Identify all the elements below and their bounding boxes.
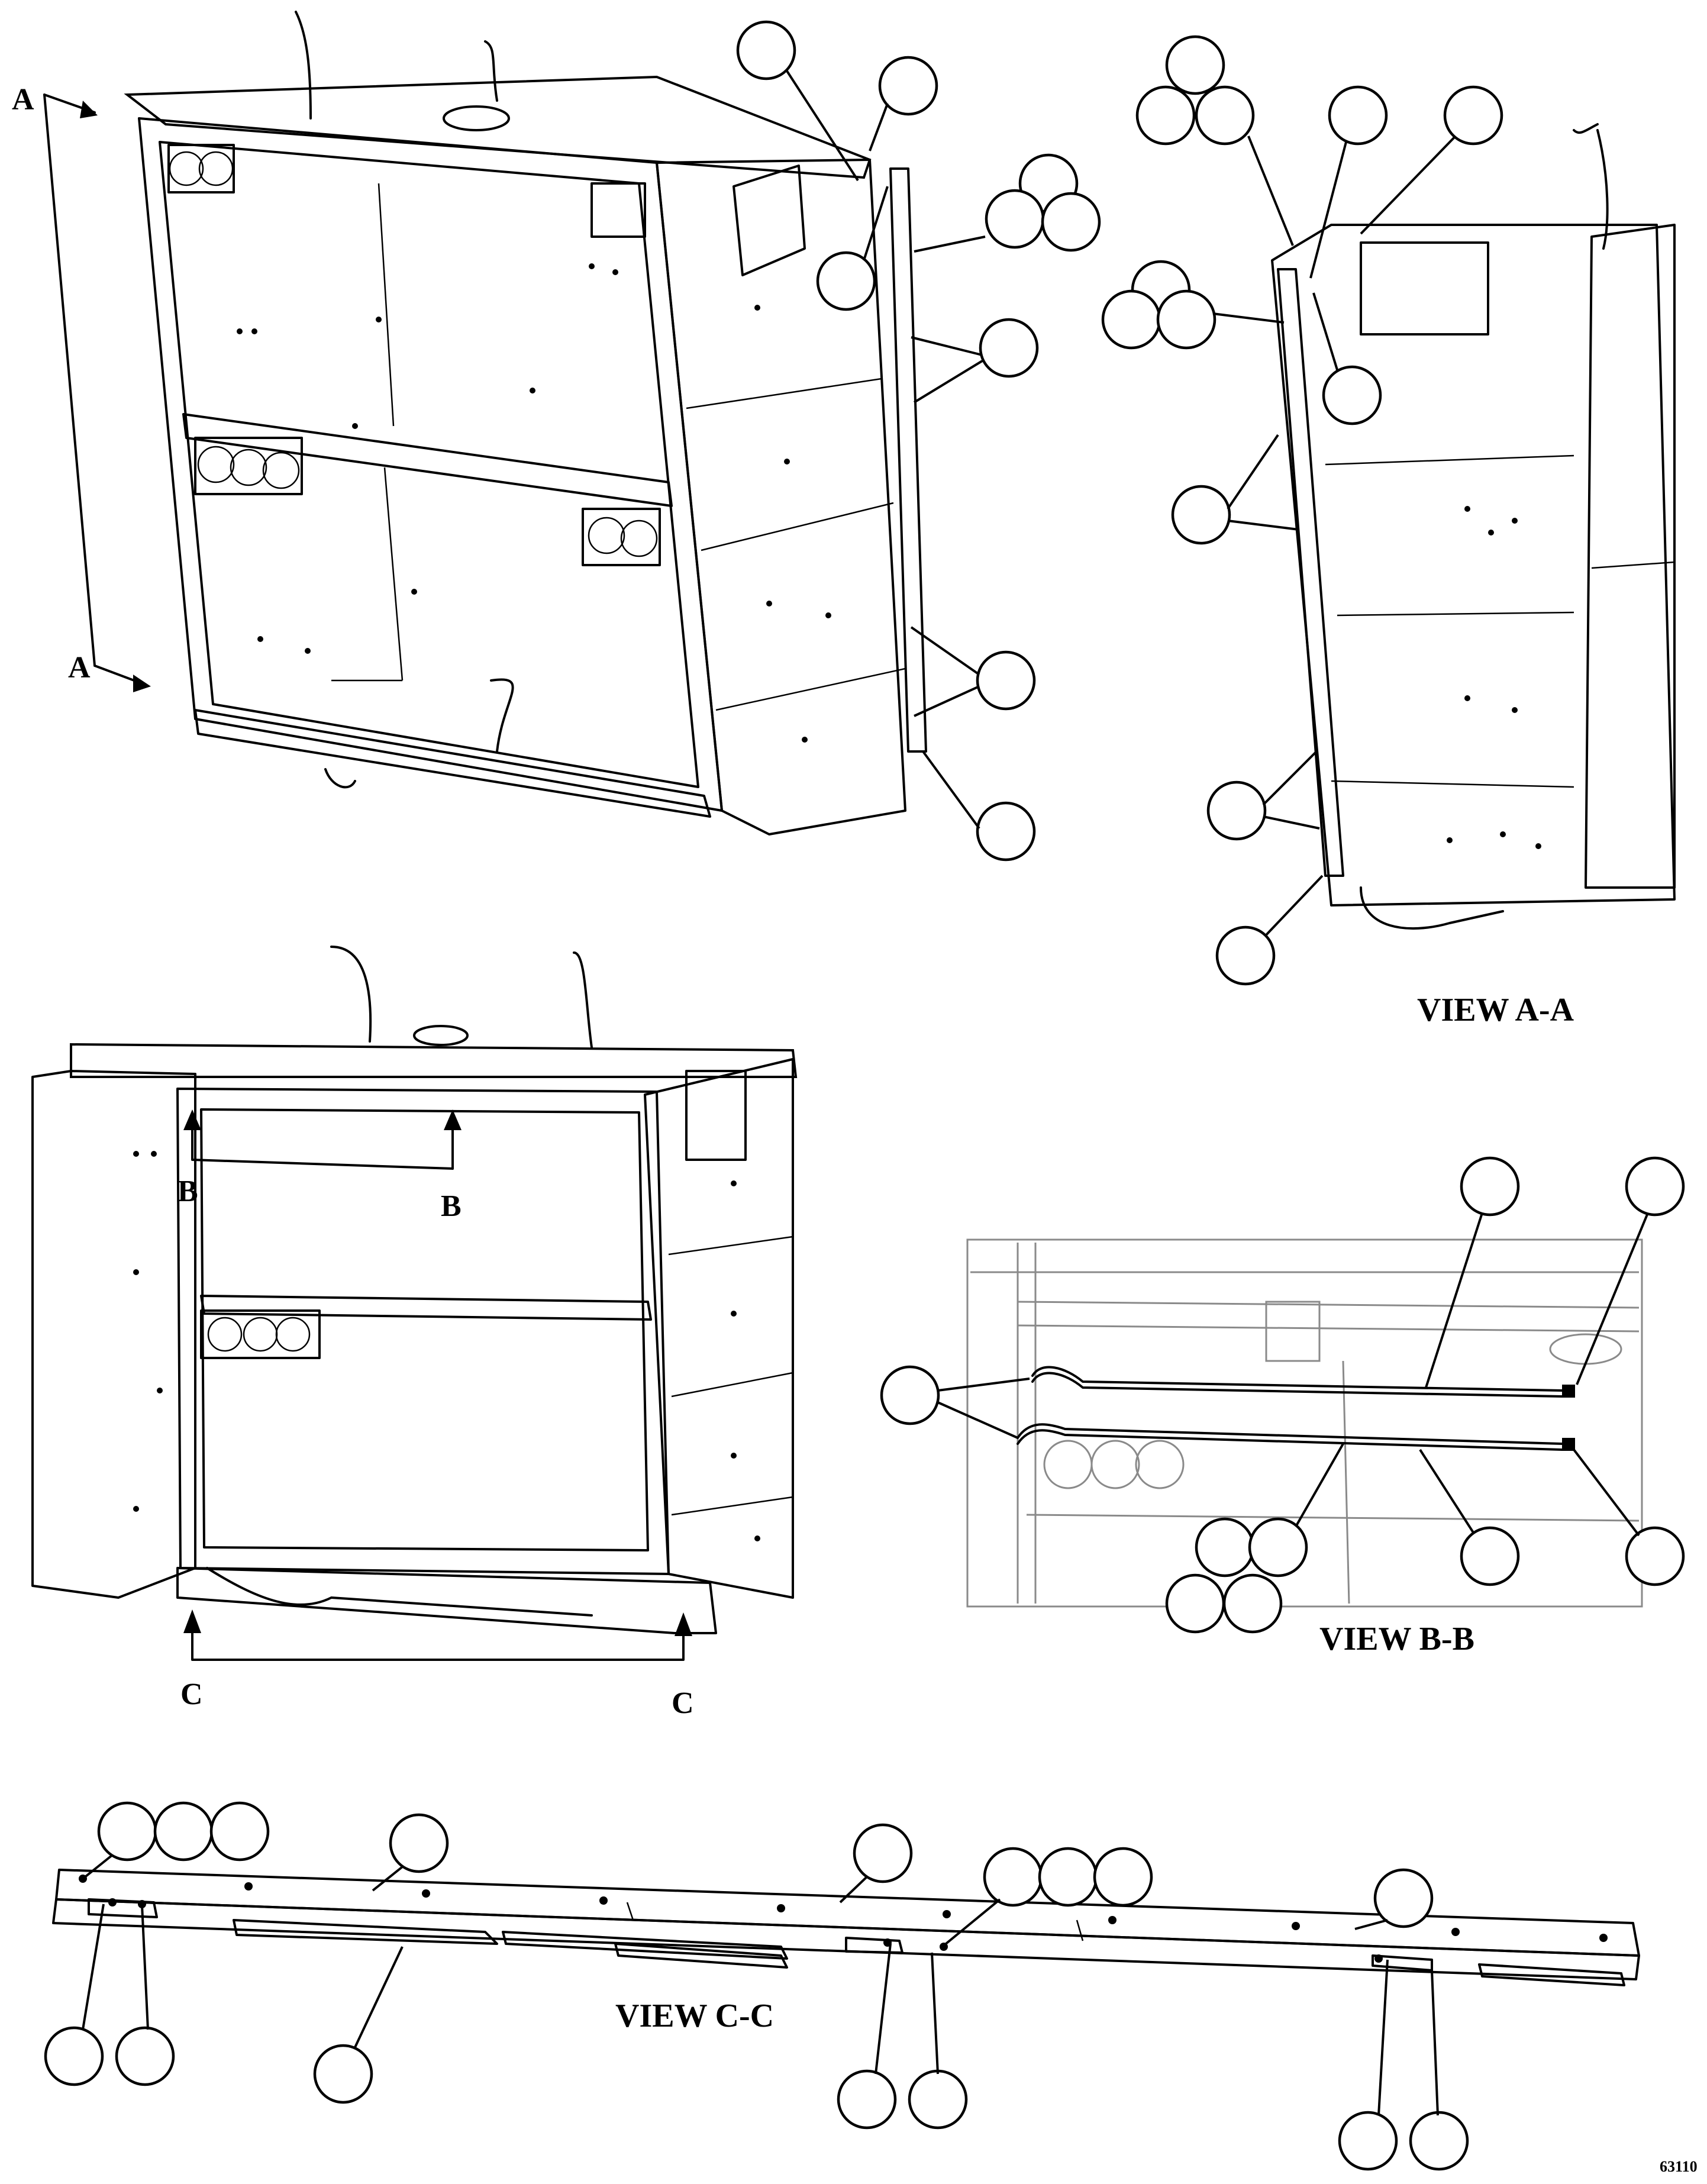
callout-circle bbox=[1101, 289, 1161, 350]
callout-circle bbox=[1409, 2111, 1469, 2171]
middle-rail bbox=[200, 1295, 652, 1321]
callout-circle bbox=[1443, 85, 1503, 146]
view-a-a: VIEW A-A bbox=[1101, 35, 1676, 1028]
wire-harness bbox=[484, 40, 498, 102]
section-line-c bbox=[191, 1614, 685, 1661]
bracket bbox=[845, 1937, 903, 1954]
callout-circle bbox=[1156, 289, 1216, 350]
callout-circle bbox=[1460, 1526, 1520, 1586]
callout-circle bbox=[115, 2026, 175, 2086]
callout-circle bbox=[389, 1813, 449, 1873]
callout-circle bbox=[1135, 85, 1196, 146]
callout-circle bbox=[1338, 2111, 1398, 2171]
cabinet-top bbox=[70, 1043, 798, 1078]
channel-flange bbox=[52, 1898, 1640, 1980]
callout-circle bbox=[878, 56, 938, 116]
section-line-b bbox=[191, 1129, 454, 1170]
wire-harness bbox=[330, 946, 372, 1043]
view-b-b: VIEW B-B bbox=[880, 1156, 1685, 1657]
callout-circle bbox=[853, 1823, 913, 1883]
callout-circle bbox=[1215, 925, 1276, 986]
callout-circle bbox=[1248, 1517, 1308, 1577]
callout-circle bbox=[1093, 1847, 1153, 1907]
knockout-box bbox=[590, 182, 646, 238]
callout-circle bbox=[837, 2069, 897, 2130]
figure-number: 63110 bbox=[1660, 2158, 1698, 2175]
section-marker-c-left: C bbox=[180, 1677, 203, 1711]
access-door bbox=[1360, 241, 1489, 335]
view-title-a-a: VIEW A-A bbox=[1417, 992, 1574, 1028]
callout-circle bbox=[1165, 1573, 1225, 1634]
view-c-c: VIEW C-C bbox=[44, 1801, 1640, 2171]
edge-strip bbox=[889, 167, 927, 753]
callout-circle bbox=[976, 650, 1036, 711]
roof-cap bbox=[413, 1025, 469, 1046]
callout-circle bbox=[1373, 1868, 1434, 1928]
middle-rail bbox=[182, 413, 673, 507]
callout-circle bbox=[736, 20, 796, 80]
callout-circle bbox=[1165, 35, 1225, 95]
callout-circle bbox=[1222, 1573, 1283, 1634]
callout-circle bbox=[209, 1801, 270, 1862]
left-door-panel bbox=[31, 1070, 196, 1599]
section-marker-a-top: A bbox=[12, 83, 34, 117]
main-assembly-view: A A bbox=[12, 11, 1101, 862]
section-marker-b-right: B bbox=[441, 1189, 462, 1223]
frame-edge bbox=[1585, 224, 1676, 889]
wire-harness bbox=[1596, 129, 1609, 250]
callout-circle bbox=[976, 801, 1036, 862]
section-marker-b-left: B bbox=[178, 1175, 198, 1208]
section-marker-c-right: C bbox=[672, 1686, 694, 1720]
callout-circle bbox=[816, 251, 876, 311]
callout-circle bbox=[985, 189, 1045, 249]
wire-harness bbox=[1031, 1366, 1563, 1392]
knockout-box bbox=[167, 144, 235, 193]
roof-cap bbox=[443, 105, 510, 131]
bottom-rail bbox=[194, 709, 711, 818]
callout-circle bbox=[1041, 192, 1101, 252]
cabinet-side-panel bbox=[656, 159, 906, 835]
callout-circle bbox=[1171, 485, 1231, 545]
wire-harness bbox=[295, 11, 312, 120]
channel-lip bbox=[233, 1919, 498, 1945]
knockout-box bbox=[194, 437, 303, 495]
callout-circle bbox=[1328, 85, 1388, 146]
view-title-c-c: VIEW C-C bbox=[615, 1998, 774, 2034]
callout-circle bbox=[153, 1801, 214, 1862]
section-line-a bbox=[43, 93, 96, 667]
section-marker-a-bottom: A bbox=[68, 651, 91, 685]
callout-circle bbox=[1195, 85, 1255, 146]
callout-circle bbox=[983, 1847, 1043, 1907]
access-door bbox=[685, 1070, 747, 1161]
section-background bbox=[966, 1238, 1643, 1608]
bottom-channel bbox=[176, 1567, 717, 1634]
view-title-b-b: VIEW B-B bbox=[1319, 1621, 1474, 1657]
callout-circle bbox=[313, 2044, 373, 2104]
callout-circle bbox=[1625, 1526, 1685, 1586]
callout-circle bbox=[979, 318, 1039, 378]
callout-circle bbox=[1206, 780, 1267, 841]
cabinet-side-view bbox=[1271, 224, 1676, 906]
side-access-door bbox=[733, 164, 806, 276]
callout-circle bbox=[908, 2069, 968, 2130]
knockout-box bbox=[582, 508, 661, 566]
callout-circle bbox=[1322, 365, 1382, 425]
wire-harness bbox=[1017, 1423, 1563, 1445]
side-strip bbox=[1277, 268, 1344, 877]
rear-frame-inner bbox=[200, 1108, 649, 1551]
cabinet-front-inner bbox=[159, 141, 699, 788]
callout-circle bbox=[97, 1801, 157, 1862]
callout-circle bbox=[44, 2026, 104, 2086]
callout-circle bbox=[1625, 1156, 1685, 1217]
callout-circle bbox=[880, 1365, 940, 1425]
callout-circle bbox=[1038, 1847, 1098, 1907]
knockout-box bbox=[200, 1309, 321, 1359]
rear-assembly-view: B B C C bbox=[31, 946, 798, 1720]
bracket bbox=[88, 1898, 158, 1918]
wire-harness bbox=[573, 951, 593, 1049]
callout-circle bbox=[1460, 1156, 1520, 1217]
callout-circle bbox=[1195, 1517, 1255, 1577]
